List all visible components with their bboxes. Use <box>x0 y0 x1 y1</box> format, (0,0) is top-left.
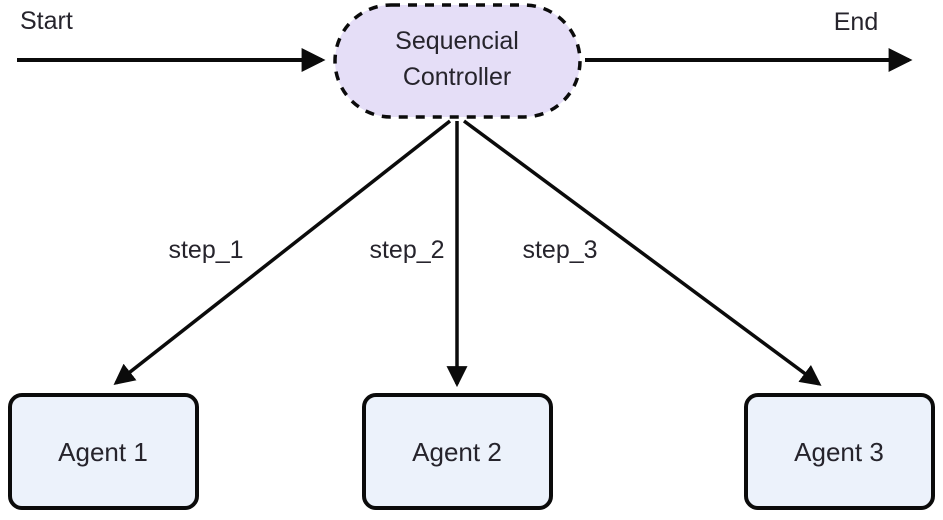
agent-2-label: Agent 2 <box>412 437 502 467</box>
edge-label-step-1: step_1 <box>168 236 243 264</box>
end-label: End <box>834 8 878 36</box>
agent-2-node <box>362 393 553 510</box>
controller-label-line1: Sequencial <box>395 27 519 55</box>
agent-3-label: Agent 3 <box>794 437 884 467</box>
edge-step-3 <box>462 119 822 386</box>
agent-1-label: Agent 1 <box>58 437 148 467</box>
controller-node <box>333 3 582 119</box>
agent-3-node <box>744 393 935 510</box>
agent-1-node <box>8 393 199 510</box>
edge-step-1 <box>113 119 452 385</box>
edge-label-step-3: step_3 <box>522 236 597 264</box>
controller-label-line2: Controller <box>403 63 511 91</box>
edge-label-step-2: step_2 <box>369 236 444 264</box>
start-label: Start <box>20 7 73 35</box>
